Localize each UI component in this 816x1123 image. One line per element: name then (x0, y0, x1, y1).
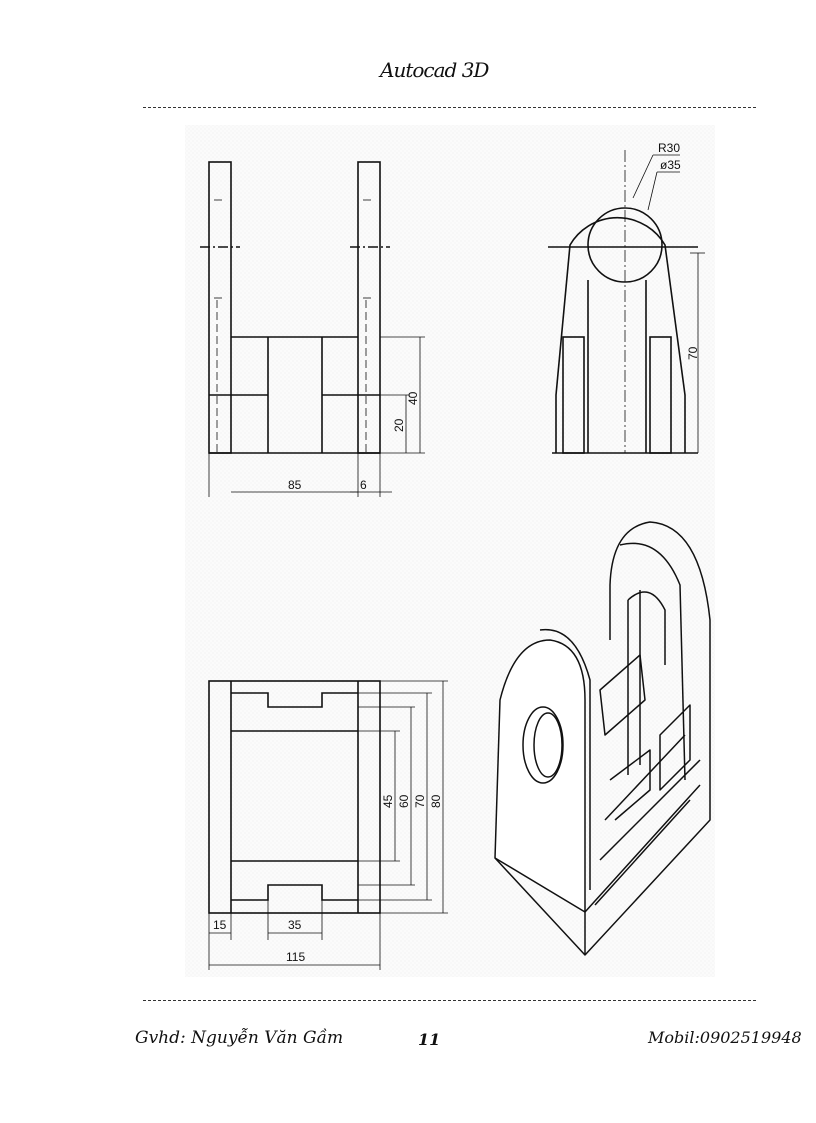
dim-20: 20 (392, 418, 406, 432)
side-view (548, 150, 705, 454)
dim-6: 6 (360, 478, 367, 492)
dim-80: 80 (429, 794, 443, 808)
dim-40: 40 (406, 391, 420, 405)
diameter-label: ø35 (660, 158, 681, 172)
header-divider (143, 107, 756, 108)
top-view (208, 680, 448, 970)
drawing-background (185, 125, 715, 977)
dim-70-top: 70 (413, 794, 427, 808)
footer-author: Gvhd: Nguyễn Văn Gầm (135, 1028, 344, 1048)
dim-115: 115 (286, 950, 305, 964)
dim-60: 60 (397, 794, 411, 808)
dim-70-side: 70 (686, 346, 700, 360)
footer-phone: Mobil:0902519948 (648, 1028, 802, 1047)
header-title: Autocad 3D (380, 58, 489, 82)
dim-45: 45 (381, 794, 395, 808)
dim-85: 85 (288, 478, 302, 492)
isometric-view (494, 521, 711, 956)
front-view (200, 161, 425, 497)
dim-35: 35 (288, 918, 302, 932)
dim-15: 15 (213, 918, 227, 932)
footer-divider (143, 1000, 756, 1001)
page-number: 11 (418, 1030, 441, 1049)
radius-label: R30 (658, 141, 680, 155)
